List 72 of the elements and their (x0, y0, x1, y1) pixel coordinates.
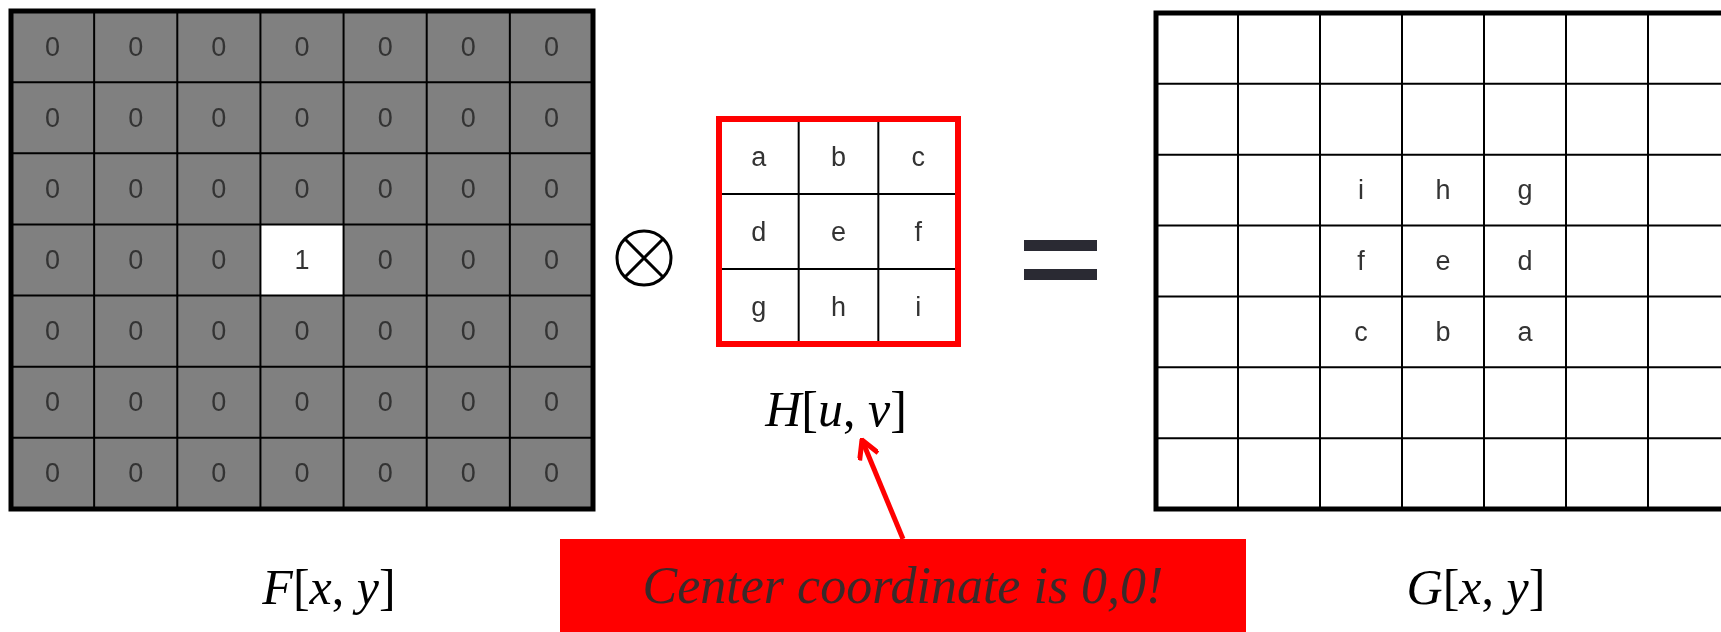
matrix-value: 0 (294, 459, 310, 487)
output-value: b (1435, 318, 1451, 346)
matrix-value: 0 (45, 317, 61, 345)
matrix-value: 0 (543, 246, 559, 274)
matrix-value: 0 (377, 459, 393, 487)
matrix-value: 0 (128, 317, 144, 345)
output-value: c (1354, 318, 1368, 346)
matrix-value: 0 (45, 175, 61, 203)
matrix-value: 0 (460, 459, 476, 487)
matrix-value: 0 (211, 33, 227, 61)
kernel-value: f (914, 218, 922, 245)
matrix-value: 0 (211, 246, 227, 274)
output-value: i (1358, 176, 1364, 204)
kernel-value: i (915, 293, 922, 320)
matrix-value: 0 (211, 388, 227, 416)
matrix-value: 0 (45, 246, 61, 274)
matrix-value: 0 (128, 175, 144, 203)
matrix-value: 0 (128, 33, 144, 61)
output-value: f (1357, 247, 1365, 275)
matrix-value: 0 (45, 104, 61, 132)
matrix-value: 0 (294, 388, 310, 416)
kernel-value: h (831, 293, 846, 320)
matrix-value: 0 (543, 104, 559, 132)
matrix-value: 0 (543, 317, 559, 345)
output-value: a (1517, 318, 1533, 346)
matrix-value: 0 (294, 33, 310, 61)
kernel-value: g (751, 293, 767, 320)
matrix-value: 0 (211, 175, 227, 203)
matrix-value: 0 (460, 33, 476, 61)
kernel-value: b (831, 143, 846, 170)
matrix-value: 0 (128, 246, 144, 274)
matrix-value: 0 (377, 104, 393, 132)
output-value: g (1517, 176, 1533, 204)
matrix-value: 0 (128, 388, 144, 416)
matrix-value: 0 (45, 459, 61, 487)
matrix-value: 0 (128, 459, 144, 487)
matrix-value: 0 (377, 388, 393, 416)
matrix-value: 0 (294, 104, 310, 132)
matrix-value: 0 (128, 104, 144, 132)
matrix-value: 0 (294, 175, 310, 203)
caption-box: Center coordinate is 0,0! (560, 539, 1246, 632)
matrix-value: 0 (460, 104, 476, 132)
kernel-value: c (911, 143, 925, 170)
matrix-value: 0 (211, 459, 227, 487)
kernel-value: a (751, 143, 767, 170)
matrix-value: 0 (543, 33, 559, 61)
arrow (857, 437, 906, 540)
matrix-value: 0 (211, 104, 227, 132)
matrix-value: 0 (377, 175, 393, 203)
matrix-value: 1 (294, 246, 310, 274)
math-label: H[u, v] (766, 380, 906, 438)
output-value: d (1517, 247, 1533, 275)
matrix-value: 0 (377, 33, 393, 61)
math-label: G[x, y] (1406, 559, 1546, 615)
matrix-value: 0 (377, 246, 393, 274)
matrix-value: 0 (45, 33, 61, 61)
math-label: F[x, y] (262, 559, 396, 615)
matrix-value: 0 (460, 388, 476, 416)
kernel-value: d (751, 218, 767, 245)
matrix-value: 0 (460, 246, 476, 274)
matrix-value: 0 (543, 459, 559, 487)
matrix-value: 0 (377, 317, 393, 345)
output-value: e (1435, 247, 1451, 275)
matrix-value: 0 (294, 317, 310, 345)
matrix-value: 0 (211, 317, 227, 345)
matrix-value: 0 (543, 175, 559, 203)
output-value: h (1435, 176, 1451, 204)
matrix-value: 0 (460, 175, 476, 203)
matrix-value: 0 (460, 317, 476, 345)
matrix-value: 0 (45, 388, 61, 416)
matrix-value: 0 (543, 388, 559, 416)
kernel-value: e (831, 218, 846, 245)
